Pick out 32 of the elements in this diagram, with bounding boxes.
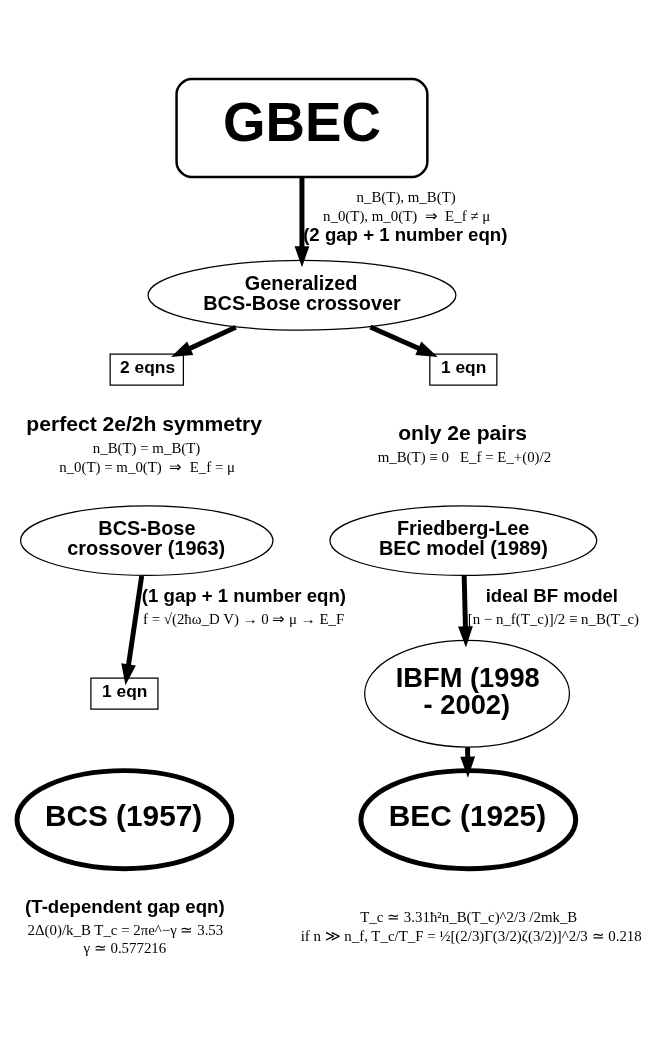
node-label: perfect 2e/2h symmetry (26, 411, 263, 435)
arrow (121, 575, 145, 685)
node-label: only 2e pairs (398, 420, 528, 444)
node-label: γ ≃ 0.577216 (83, 939, 167, 956)
node-ellipse: IBFM (1998 - 2002) (364, 639, 571, 748)
node-label: 2Δ(0)/k_B T_c = 2πe^−γ ≃ 3.53 (27, 921, 224, 938)
node-label: ideal BF model (485, 584, 619, 606)
node-label: n_0(T) = m_0(T) ⇒ E_f = μ (59, 458, 235, 475)
node-box: 2 eqns (109, 352, 184, 386)
node-label: m_B(T) ≡ 0 E_f = E_+(0)/2 (377, 448, 552, 465)
node-label: n_B(T), m_B(T) (356, 188, 456, 205)
node-label: n_0(T), m_0(T) ⇒ E_f ≠ μ (323, 207, 491, 224)
node-label: [n − n_f(T_c)]/2 ≡ n_B(T_c) (467, 610, 639, 627)
node-label: if n ≫ n_f, T_c/T_F = ½[(2/3)Γ(3/2)ζ(3/2)]^2/3 ≃ 0.218 (300, 927, 642, 944)
node-label: f = √(2ħω_D V) → 0 ⇒ μ → E_F (143, 610, 345, 627)
node-label: (T-dependent gap eqn) (25, 895, 225, 917)
arrow (294, 176, 310, 267)
node-ellipse: BCS-Bose crossover (1963) (19, 504, 274, 576)
arrow (171, 324, 237, 357)
arrow (458, 575, 473, 648)
node-box: 1 eqn (429, 352, 498, 386)
node-box: GBEC (175, 77, 429, 178)
node-ellipse: BCS (1957) (14, 767, 235, 871)
node-label: (1 gap + 1 number eqn) (141, 584, 347, 606)
node-label: T_c ≃ 3.31ħ²n_B(T_c)^2/3 /2mk_B (360, 908, 578, 925)
node-ellipse: BEC (1925) (358, 767, 579, 871)
node-label: n_B(T) = m_B(T) (92, 439, 201, 456)
node-box: 1 eqn (90, 677, 159, 710)
node-label: (2 gap + 1 number eqn) (303, 223, 508, 245)
node-ellipse: Generalized BCS-Bose crossover (147, 259, 457, 331)
node-ellipse: Friedberg-Lee BEC model (1989) (329, 504, 598, 576)
arrow (369, 324, 438, 357)
